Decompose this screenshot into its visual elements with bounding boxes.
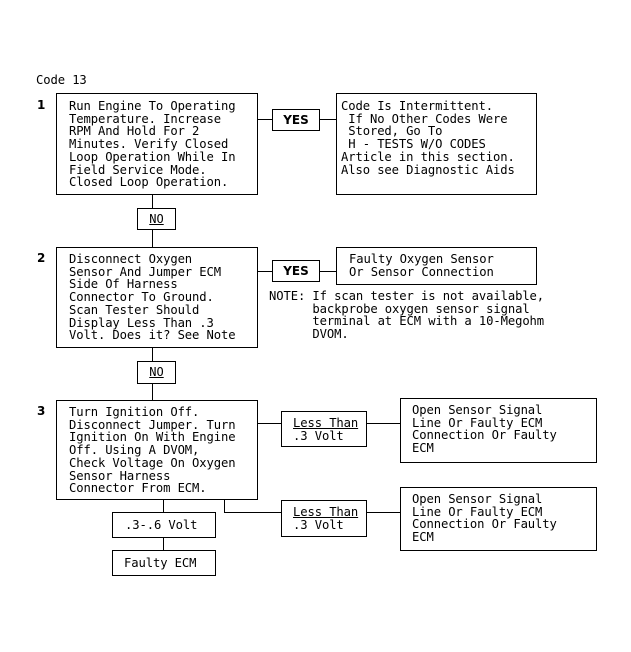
less-than-label-1: Less Than [293, 416, 359, 430]
step-2-number: 2 [37, 251, 46, 265]
page-title: Code 13 [36, 73, 87, 87]
result-faulty-sensor-text: Faulty Oxygen Sensor Or Sensor Connectio… [349, 252, 494, 279]
yes-label-2: YES [272, 260, 320, 282]
step-3-text: Turn Ignition Off. Disconnect Jumper. Tu… [69, 405, 236, 496]
faulty-ecm-text: Faulty ECM [124, 556, 197, 570]
step-3-number: 3 [37, 404, 46, 418]
result-open-line-text-2: Open Sensor Signal Line Or Faulty ECM Co… [412, 492, 557, 545]
less-than-box-2: Less Than .3 Volt [281, 500, 367, 537]
no-label-1: NO [137, 208, 176, 230]
scan-tester-note: NOTE: If scan tester is not available, b… [269, 289, 545, 342]
step-1-number: 1 [37, 98, 46, 112]
result-intermittent-text: Code Is Intermittent. If No Other Codes … [341, 99, 515, 177]
range-label: .3-.6 Volt [125, 518, 198, 532]
less-than-label-2: Less Than [293, 505, 359, 519]
step-1-box: Run Engine To Operating Temperature. Inc… [56, 93, 258, 195]
range-box: .3-.6 Volt [112, 512, 216, 538]
result-open-line-box-2: Open Sensor Signal Line Or Faulty ECM Co… [400, 487, 597, 551]
step-3-box: Turn Ignition Off. Disconnect Jumper. Tu… [56, 400, 258, 500]
step-2-box: Disconnect Oxygen Sensor And Jumper ECM … [56, 247, 258, 348]
less-than-box-1: Less Than .3 Volt [281, 411, 367, 447]
volt-label-2: .3 Volt [293, 518, 344, 532]
no-label-1-text: NO [149, 212, 164, 226]
no-label-2-text: NO [149, 365, 164, 379]
step-1-text: Run Engine To Operating Temperature. Inc… [69, 99, 236, 190]
volt-label-1: .3 Volt [293, 429, 344, 443]
result-intermittent-box: Code Is Intermittent. If No Other Codes … [336, 93, 537, 195]
faulty-ecm-box: Faulty ECM [112, 550, 216, 576]
yes-label-1: YES [272, 109, 320, 131]
result-open-line-box-1: Open Sensor Signal Line Or Faulty ECM Co… [400, 398, 597, 463]
result-open-line-text-1: Open Sensor Signal Line Or Faulty ECM Co… [412, 403, 557, 456]
no-label-2: NO [137, 361, 176, 384]
result-faulty-sensor-box: Faulty Oxygen Sensor Or Sensor Connectio… [336, 247, 537, 285]
step-2-text: Disconnect Oxygen Sensor And Jumper ECM … [69, 252, 236, 343]
branch-b-drop [224, 500, 225, 512]
